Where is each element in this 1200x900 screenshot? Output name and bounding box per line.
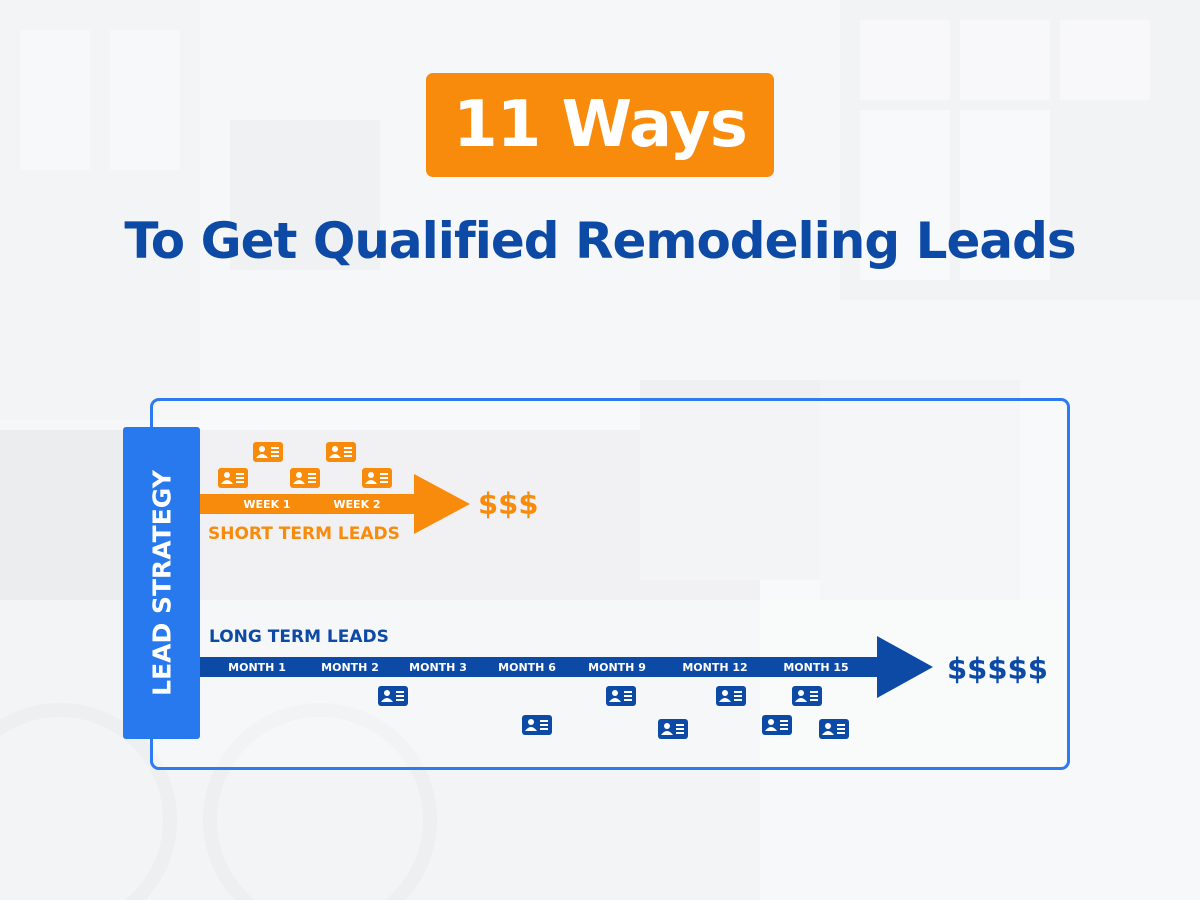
- contact-card-icon: [290, 468, 320, 488]
- title-badge: 11 Ways: [426, 73, 774, 177]
- page-subtitle: To Get Qualified Remodeling Leads: [124, 212, 1076, 270]
- lead-strategy-bar: [123, 427, 200, 739]
- contact-card-icon: [716, 686, 746, 706]
- long-term-leads-label: LONG TERM LEADS: [209, 627, 389, 647]
- lead-icons-group: [218, 442, 849, 739]
- tick-month-2: MONTH 2: [321, 661, 379, 674]
- tick-month-15: MONTH 15: [783, 661, 849, 674]
- tick-week-2: WEEK 2: [333, 498, 381, 511]
- title-text: 11 Ways: [453, 88, 748, 162]
- contact-card-icon: [819, 719, 849, 739]
- contact-card-icon: [606, 686, 636, 706]
- tick-month-1: MONTH 1: [228, 661, 286, 674]
- long-term-arrow: [200, 636, 933, 698]
- contact-card-icon: [522, 715, 552, 735]
- contact-card-icon: [658, 719, 688, 739]
- long-term-value: $$$$$: [947, 652, 1048, 686]
- tick-month-6: MONTH 6: [498, 661, 556, 674]
- tick-month-12: MONTH 12: [682, 661, 748, 674]
- contact-card-icon: [218, 468, 248, 488]
- tick-week-1: WEEK 1: [243, 498, 291, 511]
- contact-card-icon: [362, 468, 392, 488]
- short-term-leads-label: SHORT TERM LEADS: [208, 524, 400, 544]
- tick-month-9: MONTH 9: [588, 661, 646, 674]
- contact-card-icon: [326, 442, 356, 462]
- diagram-frame: [150, 398, 1070, 770]
- contact-card-icon: [378, 686, 408, 706]
- contact-card-icon: [253, 442, 283, 462]
- tick-month-3: MONTH 3: [409, 661, 467, 674]
- contact-card-icon: [792, 686, 822, 706]
- short-term-value: $$$: [478, 487, 539, 521]
- short-term-arrow: [200, 474, 470, 534]
- contact-card-icon: [762, 715, 792, 735]
